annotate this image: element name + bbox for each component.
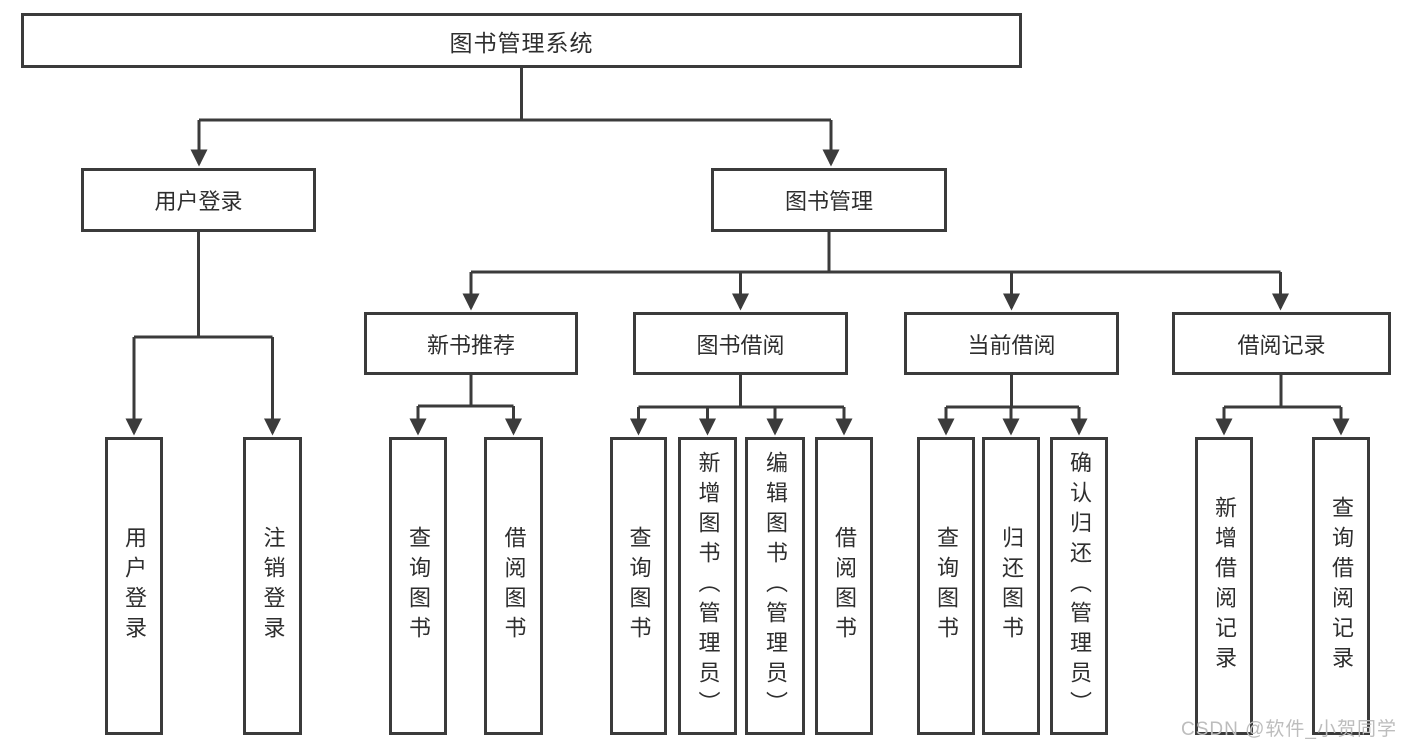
node-new-book-recommend: 新书推荐	[364, 312, 578, 375]
node-current-query-book: 查询图书	[917, 437, 975, 735]
node-newbooks-borrow-book: 借阅图书	[484, 437, 543, 735]
node-logout: 注销登录	[243, 437, 302, 735]
node-book-borrowing: 图书借阅	[633, 312, 848, 375]
node-records-query-record: 查询借阅记录	[1312, 437, 1370, 735]
node-borrow-add-book-admin: 新增图书（管理员）	[678, 437, 737, 735]
node-newbooks-query-book: 查询图书	[389, 437, 447, 735]
node-user-login: 用户登录	[81, 168, 316, 232]
node-root: 图书管理系统	[21, 13, 1022, 68]
node-borrow-query-book: 查询图书	[610, 437, 667, 735]
node-current-return-book: 归还图书	[982, 437, 1040, 735]
node-borrow-records: 借阅记录	[1172, 312, 1391, 375]
node-borrow-edit-book-admin: 编辑图书（管理员）	[745, 437, 805, 735]
node-book-management: 图书管理	[711, 168, 947, 232]
watermark: CSDN @软件_小贺同学	[1181, 719, 1397, 740]
node-borrow-borrow-book: 借阅图书	[815, 437, 873, 735]
node-login: 用户登录	[105, 437, 163, 735]
node-current-borrowing: 当前借阅	[904, 312, 1119, 375]
node-current-confirm-return-admin: 确认归还（管理员）	[1050, 437, 1108, 735]
node-records-add-record: 新增借阅记录	[1195, 437, 1253, 735]
